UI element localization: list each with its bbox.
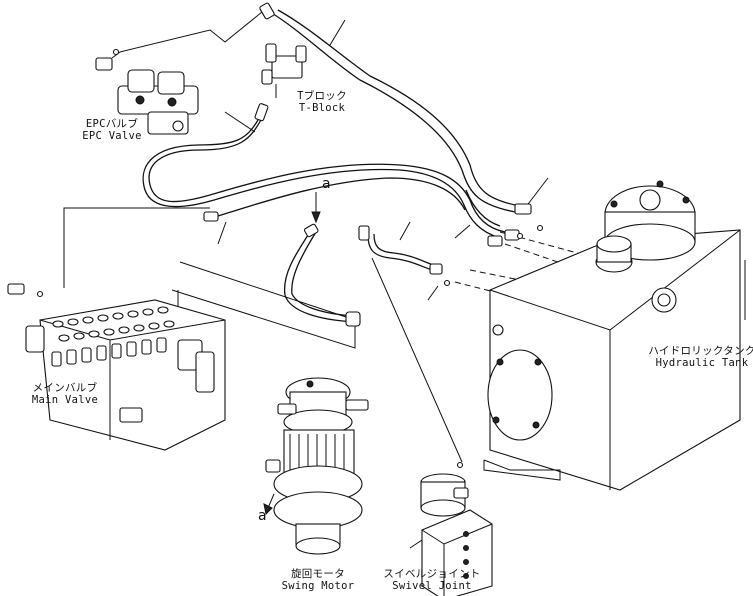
connection-marker-bottom: a — [258, 508, 267, 524]
hydraulic-tank-label-jp: ハイドロリックタンク — [648, 345, 753, 357]
t-block-label-en: T-Block — [298, 102, 346, 114]
epc-valve-label-jp: EPCバルブ — [85, 118, 139, 130]
main-valve-port — [163, 320, 175, 328]
main-valve-port — [82, 316, 94, 324]
main-valve-port — [88, 330, 100, 338]
swivel-joint-label: スイベルジョイント Swivel Joint — [383, 568, 480, 592]
swing-motor-label: 旋回モータ Swing Motor — [282, 568, 355, 592]
epc-valve-label: EPCバルブ EPC Valve — [82, 118, 142, 142]
main-valve-port — [58, 334, 70, 342]
swing-motor-label-jp: 旋回モータ — [291, 568, 345, 580]
main-valve-port — [142, 308, 154, 316]
main-valve-port — [67, 318, 79, 326]
main-valve-label-jp: メインバルブ — [32, 382, 98, 394]
epc-valve-drawing — [95, 57, 199, 135]
epc-valve-label-en: EPC Valve — [82, 130, 142, 142]
main-valve-spool-fitting — [141, 339, 152, 355]
main-valve-spool-fitting — [66, 349, 77, 365]
swivel-joint-label-en: Swivel Joint — [392, 580, 472, 592]
swing-motor-label-en: Swing Motor — [281, 580, 355, 592]
swing-motor-drawing — [265, 377, 369, 555]
t-block-label: Tブロック T-Block — [297, 90, 347, 114]
main-valve-spool-fitting — [96, 345, 107, 361]
main-valve-port — [118, 326, 130, 334]
swivel-joint-label-jp: スイベルジョイント — [383, 568, 481, 580]
main-valve-port — [112, 312, 124, 320]
main-valve-label: メインバルブ Main Valve — [32, 382, 98, 406]
main-valve-port — [127, 310, 139, 318]
fittings — [7, 2, 544, 469]
swivel-joint-drawing — [409, 473, 493, 596]
hoses — [142, 9, 521, 323]
connection-arrows — [263, 192, 321, 516]
main-valve-spool-fitting — [126, 341, 137, 357]
main-valve-port — [148, 322, 160, 330]
main-valve-port — [157, 306, 169, 314]
main-valve-port — [52, 320, 64, 328]
main-valve-spool-fitting — [111, 343, 122, 359]
main-valve-drawing — [25, 299, 226, 451]
main-valve-spool-fitting — [51, 351, 62, 367]
main-valve-port — [133, 324, 145, 332]
hydraulic-tank-label: ハイドロリックタンク Hydraulic Tank — [648, 345, 753, 369]
t-block-label-jp: Tブロック — [297, 90, 347, 102]
connection-marker-top: a — [322, 176, 331, 192]
hydraulic-tank-label-en: Hydraulic Tank — [655, 357, 749, 369]
main-valve-label-en: Main Valve — [31, 394, 99, 406]
main-valve-port — [97, 314, 109, 322]
t-block-drawing — [261, 43, 307, 98]
main-valve-spool-fitting — [81, 347, 92, 363]
main-valve-port — [103, 328, 115, 336]
hydraulic-tank-drawing — [483, 180, 746, 491]
main-valve-spool-fitting — [156, 337, 167, 353]
main-valve-port — [73, 332, 85, 340]
